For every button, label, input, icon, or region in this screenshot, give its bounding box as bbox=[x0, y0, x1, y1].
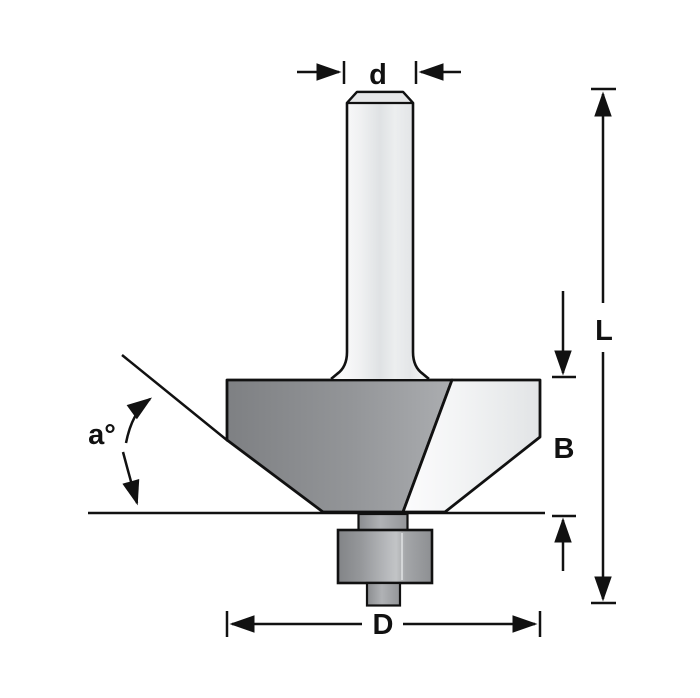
angle-arc bbox=[121, 397, 153, 506]
shank bbox=[330, 90, 430, 380]
bevel-extension-line bbox=[121, 354, 229, 442]
dimension-B bbox=[552, 291, 576, 571]
cutter-head bbox=[225, 378, 542, 514]
label-edge-height: B bbox=[554, 433, 575, 465]
label-cutter-diameter: D bbox=[373, 609, 394, 641]
angle-reference-lines bbox=[88, 354, 545, 515]
dimension-D bbox=[225, 611, 542, 637]
cutter-body bbox=[225, 378, 454, 514]
pilot-bearing-assembly bbox=[336, 512, 434, 607]
bearing-upper-hub bbox=[357, 512, 409, 533]
shank-fill bbox=[330, 92, 430, 379]
cutter-flute-face bbox=[401, 378, 542, 514]
angle-arc-upper-arrow bbox=[124, 397, 153, 444]
dimension-labels: d L B D a° bbox=[88, 59, 613, 641]
shank-top-chamfer bbox=[345, 90, 415, 105]
pilot-bearing bbox=[336, 528, 434, 585]
dimension-d bbox=[297, 61, 461, 84]
label-shank-diameter: d bbox=[369, 59, 387, 91]
bearing-lower-hub bbox=[365, 581, 402, 607]
angle-arc-lower-arrow bbox=[121, 451, 140, 506]
label-bevel-angle: a° bbox=[88, 419, 116, 451]
label-overall-length: L bbox=[595, 315, 613, 347]
dimension-L bbox=[591, 87, 616, 605]
